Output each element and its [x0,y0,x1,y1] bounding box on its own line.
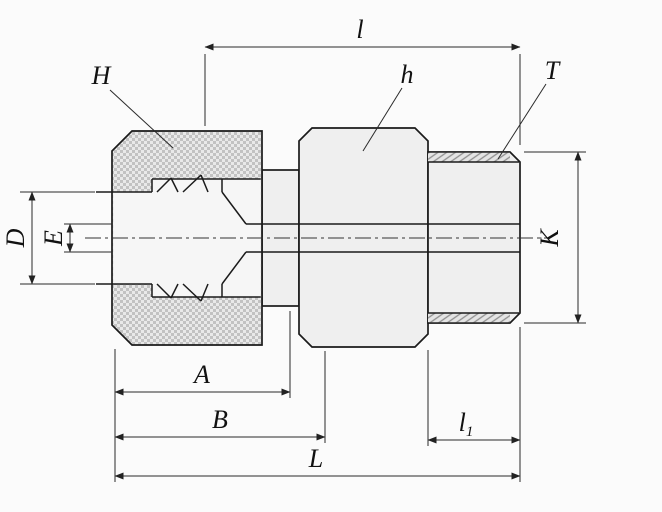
leader-T: T [497,56,561,160]
label-A: A [192,360,210,389]
label-H: H [91,61,112,90]
dimension-l1: l1 [427,327,521,482]
bore-through [246,223,520,253]
thread-hatch-bottom [428,313,510,323]
label-E: E [39,230,68,247]
dimension-E: E [39,223,112,253]
ferrule-detail [96,174,261,302]
dimension-L: L [114,444,521,480]
bore-lines [246,223,520,253]
label-h: h [401,60,414,89]
label-T: T [545,56,561,85]
leader-line [362,87,403,152]
dimension-A: A [114,311,291,482]
bore-cone [221,191,247,285]
leader-H: H [91,61,174,149]
ferrules-bottom [156,283,209,302]
label-L: L [308,444,323,473]
tube-hole-lines [96,191,152,285]
dimension-D: D [1,191,95,285]
leader-line [109,89,174,149]
ferrules-top [156,174,209,193]
label-l: l [356,15,363,44]
leader-h: h [362,60,414,152]
dimension-l: l [204,15,521,145]
label-K: K [535,228,564,248]
leader-line [497,83,547,160]
thread-hatch-top [428,152,510,162]
label-B: B [212,405,228,434]
dimension-K: K [524,151,586,324]
label-l1: l1 [459,408,474,440]
dimension-B: B [114,351,326,443]
label-D: D [1,228,30,248]
